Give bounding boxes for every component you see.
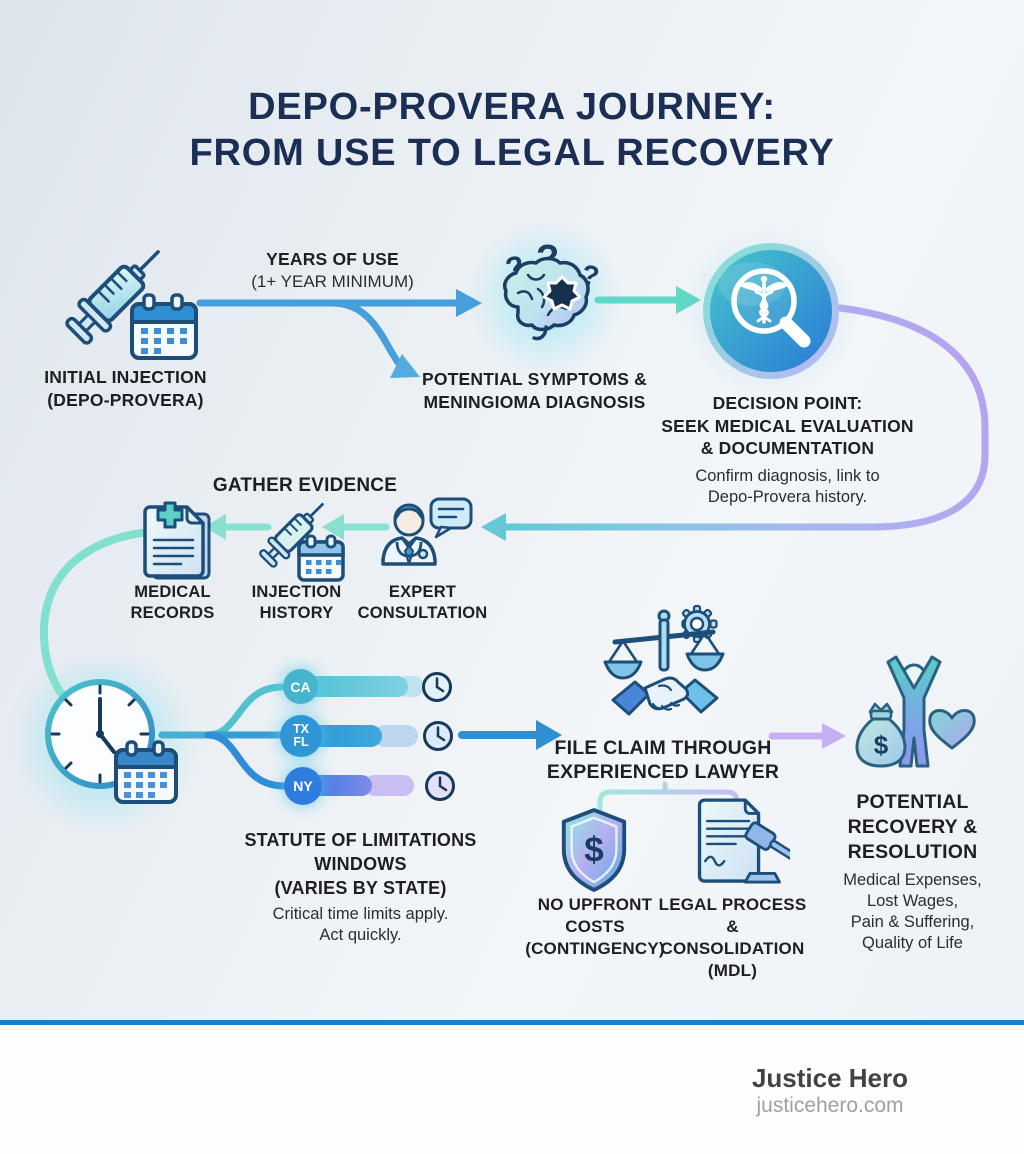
clock-icon-ca [422,672,452,702]
fork-clock-to-states [158,683,288,790]
document-gavel-icon [697,798,790,884]
clock-calendar-icon [45,679,178,804]
doctor-consultation-icon [381,497,473,566]
brand-name: Justice Hero [751,1063,909,1093]
state-bar-ca [300,676,408,697]
svg-text:$: $ [584,831,604,870]
handshake-icon [611,676,719,716]
footer: Justice Hero justicehero.com [0,1025,1024,1154]
label-file-claim: FILE CLAIM THROUGH EXPERIENCED LAWYER [546,737,780,783]
speech-bubble-icon [429,497,473,539]
label-years-of-use: YEARS OF USE (1+ YEAR MINIMUM) [251,249,414,291]
magnifier-caduceus-icon [703,243,839,379]
svg-text:$: $ [874,730,889,760]
calendar-icon [114,740,178,804]
heart-icon [928,709,976,750]
state-chip-ca: CA [283,669,318,704]
bracket-claim-children [597,781,740,813]
medical-records-icon [143,501,211,580]
gear-icon [681,604,718,644]
footer-divider [0,1020,1024,1025]
footer-brand-block: Justice Hero justicehero.com [530,1063,1024,1119]
title-line-1: DEPO-PROVERA JOURNEY: [248,86,776,128]
brain-question-icon: ? ? ? [503,238,602,341]
state-chip-ny: NY [284,767,322,805]
label-recovery: POTENTIAL RECOVERY & RESOLUTION Medical … [843,791,982,952]
label-no-upfront: NO UPFRONT COSTS (CONTINGENCY) [525,895,665,958]
label-legal-process: LEGAL PROCESS & CONSOLIDATION (MDL) [658,895,807,980]
label-symptoms: POTENTIAL SYMPTOMS & MENINGIOMA DIAGNOSI… [421,369,648,412]
page-title: DEPO-PROVERA JOURNEY: FROM USE TO LEGAL … [112,84,912,176]
curve-records-to-clock [39,528,152,718]
shield-dollar-icon: $ [561,808,627,892]
scales-handshake-icon [603,604,725,716]
state-bar-tail-txfl [374,725,418,747]
injection-history-icon [259,502,345,582]
gather-evidence-heading: GATHER EVIDENCE [212,475,398,496]
label-initial-injection: INITIAL INJECTION (DEPO-PROVERA) [44,367,207,410]
label-medical-records: MEDICAL RECORDS [130,583,215,622]
clock-icon-txfl [423,721,453,751]
label-injection-history: INJECTION HISTORY [251,583,342,622]
syringe-calendar-icon [65,250,198,360]
arrow-years-of-use [196,299,460,369]
calendar-icon [297,534,345,582]
loop-decision-to-evidence [502,304,989,531]
label-expert-consultation: EXPERT CONSULTATION [357,583,488,622]
brand-website: justicehero.com [756,1094,904,1117]
calendar-icon [130,293,198,360]
money-bag-icon: $ [855,702,907,768]
state-chip-txfl: TX FL [280,715,322,757]
arrowhead-to-brain [456,289,482,317]
person-moneybag-heart-icon: $ [855,655,976,768]
label-decision: DECISION POINT: SEEK MEDICAL EVALUATION … [661,393,914,506]
arrowhead-to-symptoms [390,354,420,378]
title-line-2: FROM USE TO LEGAL RECOVERY [189,132,835,174]
label-statute: STATUTE OF LIMITATIONS WINDOWS (VARIES B… [244,830,477,944]
gavel-icon [743,821,790,884]
clock-icon-ny [425,771,455,801]
state-bar-tail-ny [364,775,414,796]
